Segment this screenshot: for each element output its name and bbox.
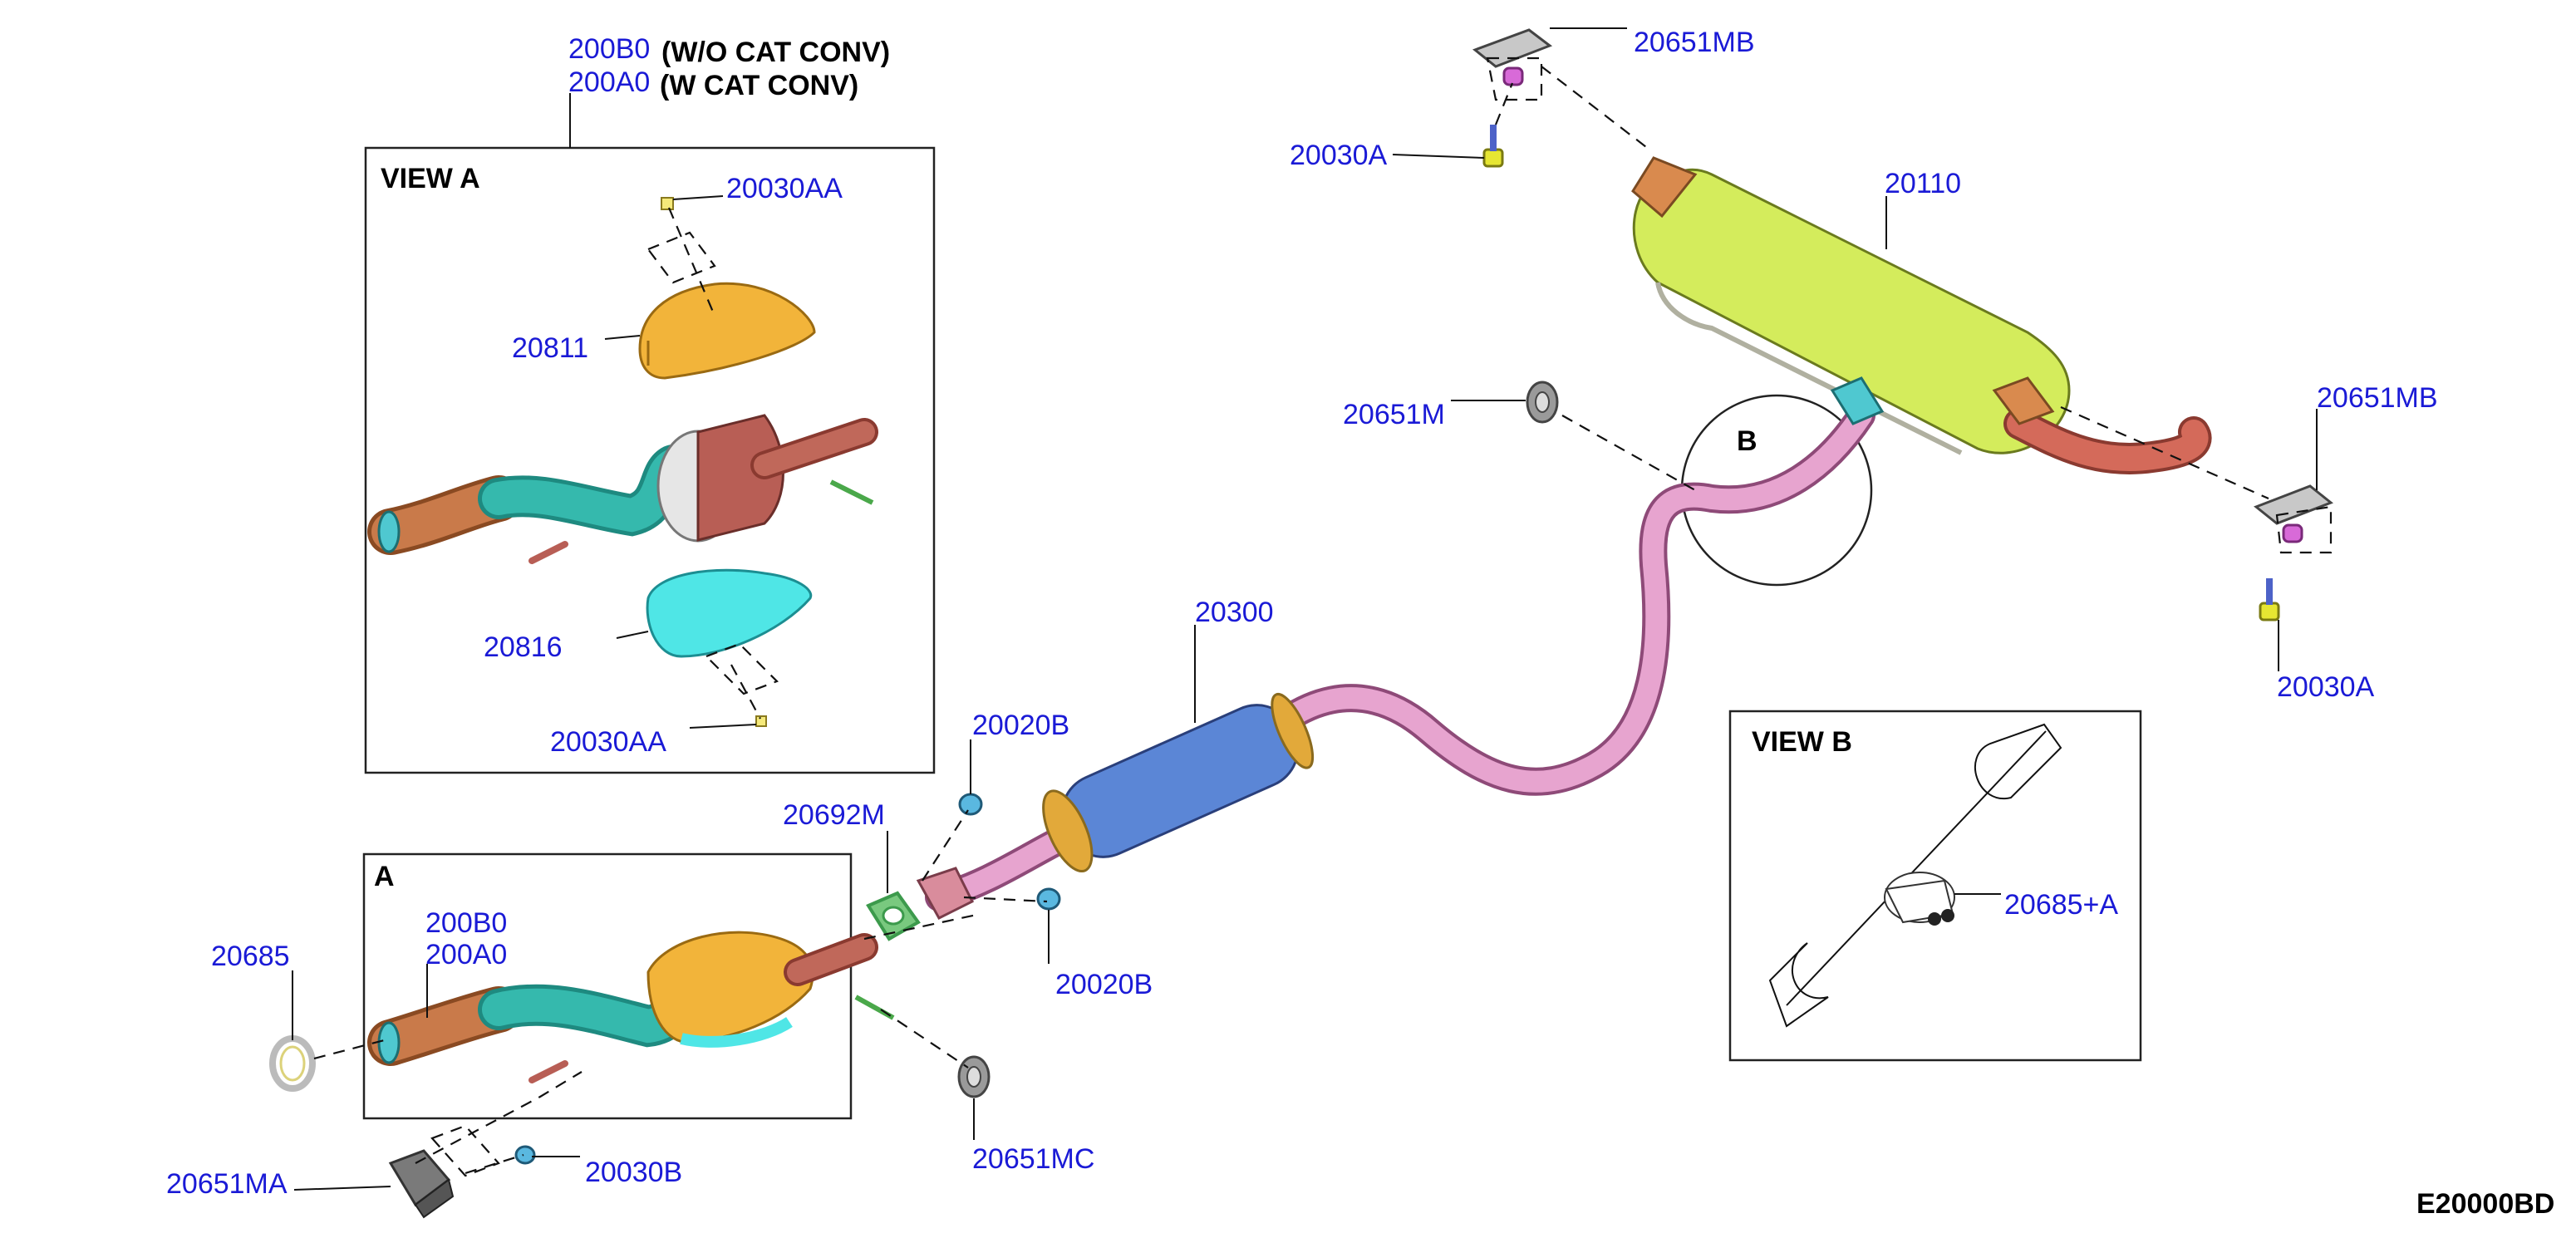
label-20300: 20300 xyxy=(1195,597,1274,628)
view-b-clamp-sketch xyxy=(1768,723,2062,1028)
label-20030B: 20030B xyxy=(585,1157,682,1188)
guide-20651M xyxy=(1561,415,1696,491)
label-20685-A: 20685+A xyxy=(2004,889,2118,921)
view-b-frame xyxy=(1728,710,2142,1062)
nut-20020B-bottom xyxy=(1036,887,1061,911)
guide-lower-shield-line xyxy=(730,664,761,720)
label-20685: 20685 xyxy=(211,941,290,972)
detail-b-marker: B xyxy=(1737,425,1757,457)
guide-20651MB-right-box xyxy=(2275,505,2333,554)
bracket-20651MA xyxy=(388,1149,455,1219)
view-b-title: VIEW B xyxy=(1752,726,1852,758)
view-a-title: VIEW A xyxy=(381,163,480,194)
pipe-flange xyxy=(916,867,975,920)
label-20651MB-right: 20651MB xyxy=(2317,382,2438,414)
bolt-20030A-top xyxy=(1482,125,1504,168)
label-200A0-a: 200A0 xyxy=(425,939,507,970)
nut-20020B-top xyxy=(958,793,983,816)
rubber-mount-20651M xyxy=(1526,381,1559,424)
guide-20651MA xyxy=(415,1071,583,1164)
label-20030A-right: 20030A xyxy=(2277,671,2375,703)
ring-gasket-20685 xyxy=(269,1035,316,1092)
drawing-code: E20000BD xyxy=(2416,1188,2554,1220)
nut-20030B xyxy=(514,1145,536,1165)
bolt-20030AA-bottom xyxy=(755,715,767,727)
note-wo-cat-conv: (W/O CAT CONV) xyxy=(661,37,890,68)
leader-20030AA-bottom xyxy=(689,724,757,729)
label-20692M: 20692M xyxy=(783,799,885,831)
label-20020B-bottom: 20020B xyxy=(1055,969,1153,1000)
main-muffler xyxy=(1631,156,2212,474)
label-20811: 20811 xyxy=(512,332,588,364)
label-20110: 20110 xyxy=(1885,168,1961,199)
leader-20811 xyxy=(604,335,641,340)
guide-20651MA-box xyxy=(430,1124,500,1177)
note-w-cat-conv: (W CAT CONV) xyxy=(660,70,858,101)
label-20030AA-bottom: 20030AA xyxy=(550,726,666,758)
guide-lower-shield xyxy=(705,642,779,695)
center-muffler xyxy=(1042,692,1315,873)
guide-20030A-top xyxy=(1494,82,1514,125)
label-20651MC: 20651MC xyxy=(972,1143,1094,1175)
label-20030AA-top: 20030AA xyxy=(726,173,843,204)
bracket-20651MB-right xyxy=(2254,484,2333,543)
leader-20030AA-top xyxy=(672,195,724,200)
converter-assembly-detail-a xyxy=(367,931,895,1083)
label-20651MA: 20651MA xyxy=(166,1168,288,1200)
label-20651M: 20651M xyxy=(1343,399,1445,430)
detail-a-marker: A xyxy=(374,861,395,892)
lower-heat-shield xyxy=(646,568,813,658)
leader-20030A-top xyxy=(1392,154,1485,159)
label-200B0-top: 200B0 xyxy=(568,33,650,65)
bolt-20030AA-top xyxy=(661,197,674,210)
guide-20685 xyxy=(313,1037,391,1060)
bolt-20030A-right xyxy=(2259,578,2280,621)
label-20816: 20816 xyxy=(484,631,563,663)
leader-20816 xyxy=(616,631,649,639)
detail-a-frame xyxy=(362,852,853,1120)
gasket-20692M xyxy=(866,891,921,941)
rubber-mount-20651MC xyxy=(957,1055,991,1098)
label-20651MB-top: 20651MB xyxy=(1634,27,1755,58)
view-a-frame xyxy=(364,146,936,774)
guide-20651MC xyxy=(880,1009,969,1068)
label-20030A-top: 20030A xyxy=(1290,140,1388,171)
label-200B0-a: 200B0 xyxy=(425,907,507,939)
upper-heat-shield xyxy=(638,282,816,380)
converter-assembly-view-a xyxy=(367,414,878,564)
guide-20030B xyxy=(465,1153,524,1175)
leader-20651MA xyxy=(293,1186,391,1191)
guide-20020B-bottom xyxy=(963,896,1048,903)
guide-upper-shield xyxy=(646,231,716,284)
label-200A0-top: 200A0 xyxy=(568,66,650,98)
guide-20020B-top xyxy=(922,809,969,882)
label-20020B-top: 20020B xyxy=(972,710,1069,741)
guide-20651MB-right xyxy=(2060,405,2269,500)
guide-20651MB-top xyxy=(1541,66,1650,150)
